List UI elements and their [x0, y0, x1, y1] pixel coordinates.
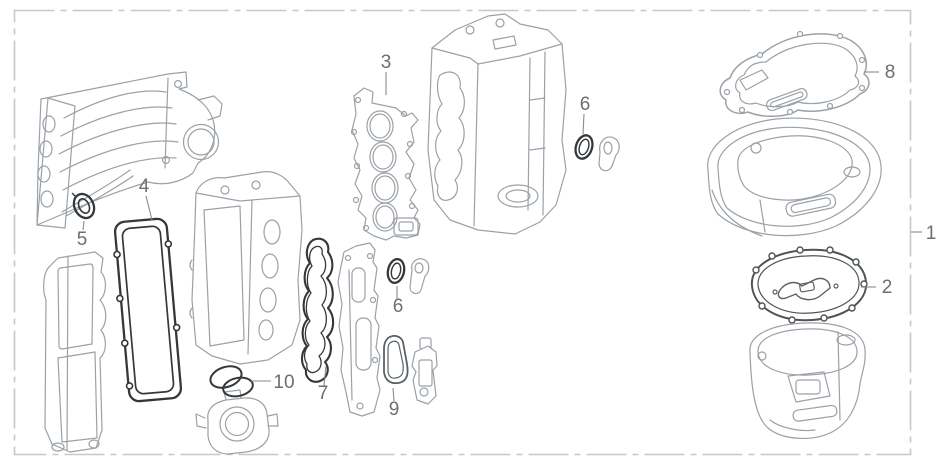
callout-4: 4 [139, 176, 150, 197]
head-cover-gasket-part-4-drawing [113, 217, 183, 403]
callout-3: 3 [381, 52, 392, 73]
cylinder-block-drawing [427, 13, 567, 235]
callout-4-leader [145, 195, 153, 221]
oil-pan-drawing [707, 117, 882, 237]
thermostat-housing-drawing [195, 389, 279, 455]
o-rings-part-10-drawing [209, 365, 254, 398]
callout-7-leader [323, 365, 327, 387]
callout-8: 8 [885, 62, 896, 83]
intake-manifold-drawing [36, 71, 223, 229]
head-gasket-part-3-drawing [350, 87, 421, 241]
seal-part-6-lower-drawing [386, 257, 430, 295]
seal-part-5-drawing [71, 192, 96, 220]
wavy-gasket-part-7-drawing [300, 237, 335, 383]
callout-2: 2 [882, 277, 893, 298]
callout-5: 5 [77, 229, 88, 250]
lower-mount-case-drawing [749, 322, 866, 439]
cylinder-head-drawing [189, 171, 303, 365]
seal-part-6-upper-drawing [574, 134, 620, 172]
callout-1: 1 [926, 223, 937, 244]
valve-cover-drawing [43, 251, 107, 453]
crankcase-gasket-part-8-drawing [719, 30, 870, 117]
small-gasket-part-9-drawing [383, 335, 409, 385]
pan-gasket-part-2-drawing [750, 246, 868, 324]
callout-6-upper-leader [582, 113, 585, 135]
callout-9-leader [392, 387, 395, 402]
exhaust-cover-plate-drawing [337, 242, 381, 417]
callout-5-leader [82, 220, 85, 231]
callout-7: 7 [318, 383, 329, 404]
callout-6-lower: 6 [393, 296, 404, 317]
callout-9: 9 [389, 399, 400, 420]
small-cover-drawing [411, 337, 438, 405]
callout-6-upper: 6 [580, 94, 591, 115]
kit-boundary-border [13, 9, 912, 456]
callout-10: 10 [273, 372, 294, 393]
